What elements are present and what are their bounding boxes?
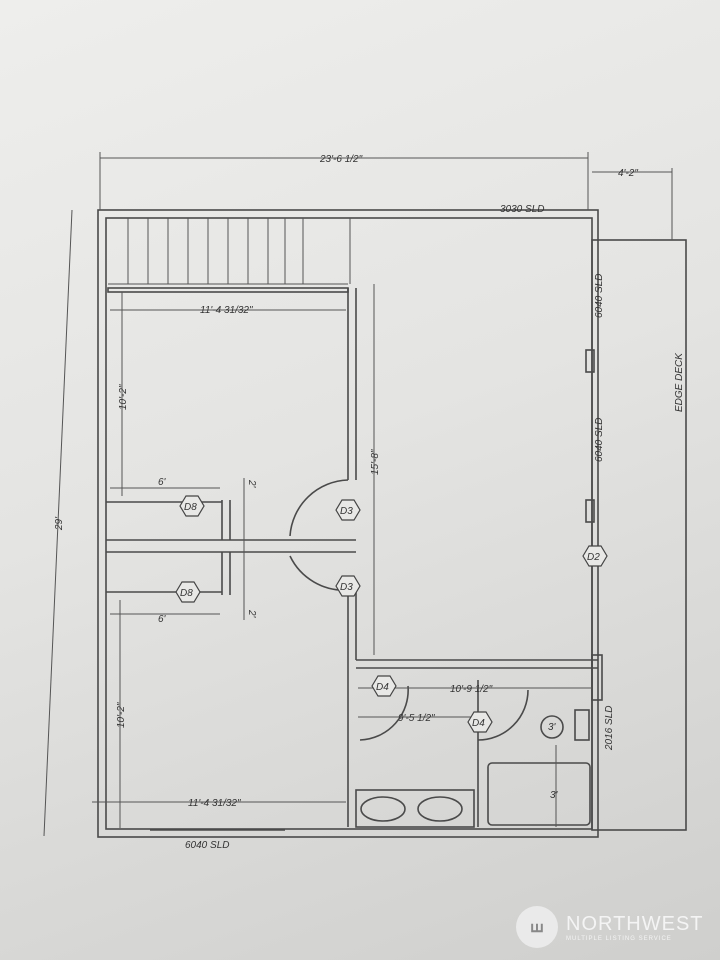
svg-text:D3: D3 [340,506,353,517]
watermark-tagline: MULTIPLE LISTING SERVICE [566,935,672,942]
window-right-middle: 6040 SLD [594,418,605,462]
svg-text:D2: D2 [587,552,600,563]
watermark-logo: ꟺ NORTHWEST MULTIPLE LISTING SERVICE [516,906,704,948]
interior-walls [106,287,603,831]
dim-closet-width-top: 6' [158,477,167,488]
door-tag-d8-bottom: D8 [175,581,201,603]
dim-overall-depth: 29' [54,516,65,531]
dimension-lines [43,152,673,837]
dim-bath-width: 9'-5 1/2" [398,713,435,724]
dim-bedroom-width-top: 11'-4 31/32" [200,305,253,316]
door-tag-d4-bath: D4 [467,711,493,733]
dim-shower-depth: 3' [550,790,559,801]
window-bottom: 6040 SLD [185,840,229,851]
door-tag-d3-bottom: D3 [335,575,361,597]
dim-closet-width-bottom: 6' [158,614,167,625]
window-right-bath: 2016 SLD [604,706,615,751]
door-tag-d4-top: D4 [371,675,397,697]
svg-text:D4: D4 [376,682,389,693]
window-top: 3030 SLD [500,204,544,215]
dim-closet-depth-bottom: 2' [246,609,257,619]
door-tag-d3-top: D3 [335,499,361,521]
dim-toilet-clearance: 3' [548,722,557,733]
deck-label: EDGE DECK [674,352,685,412]
edge-deck-outline [591,239,687,831]
door-tag-d2: D2 [582,545,608,567]
svg-text:D3: D3 [340,582,353,593]
svg-text:D8: D8 [180,588,193,599]
dim-overall-width: 23'-6 1/2" [319,154,363,165]
mls-logo-icon: ꟺ [516,906,558,948]
dim-closet-depth-top: 2' [246,479,257,489]
dim-bath-hall-width: 10'-9 1/2" [450,684,493,695]
svg-text:D4: D4 [472,718,485,729]
dim-living-depth: 15'-8" [370,449,381,475]
watermark-name: NORTHWEST [566,912,704,935]
dim-bedroom-width-bottom: 11'-4 31/32" [188,798,241,809]
svg-text:D8: D8 [184,502,197,513]
dim-bedroom-depth-bottom: 10'-2" [116,702,127,728]
dim-bedroom-depth-top: 10'-2" [118,384,129,410]
window-right-upper: 6040 SLD [594,274,605,318]
outer-wall [97,209,599,838]
dim-deck-width: 4'-2" [618,168,638,179]
stairs [108,218,351,285]
door-tag-d8-top: D8 [179,495,205,517]
